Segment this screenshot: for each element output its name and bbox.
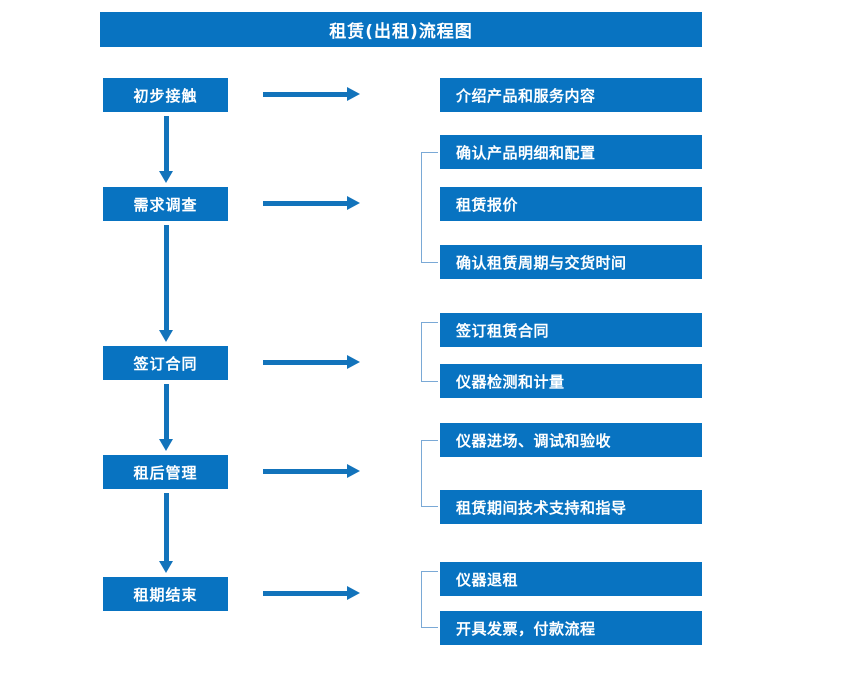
detail-box[interactable]: 签订租赁合同 [440, 313, 702, 347]
flow-arrow-right [263, 196, 360, 210]
detail-box[interactable]: 确认租赁周期与交货时间 [440, 245, 702, 279]
stage-box[interactable]: 初步接触 [103, 78, 228, 112]
detail-box[interactable]: 租赁期间技术支持和指导 [440, 490, 702, 524]
arrow-shaft [263, 201, 349, 206]
arrow-shaft [164, 116, 169, 172]
detail-box[interactable]: 介绍产品和服务内容 [440, 78, 702, 112]
flow-arrow-down [159, 384, 173, 451]
group-bracket [421, 440, 438, 507]
arrow-head-icon [347, 355, 360, 369]
arrow-head-icon [347, 196, 360, 210]
page-title: 租赁(出租)流程图 [100, 12, 702, 47]
arrow-head-icon [159, 561, 173, 573]
stage-box[interactable]: 租后管理 [103, 455, 228, 489]
flow-arrow-right [263, 586, 360, 600]
arrow-shaft [164, 384, 169, 440]
detail-box[interactable]: 仪器进场、调试和验收 [440, 423, 702, 457]
flow-arrow-down [159, 493, 173, 573]
group-bracket [421, 571, 438, 628]
detail-box[interactable]: 开具发票，付款流程 [440, 611, 702, 645]
flow-arrow-right [263, 464, 360, 478]
detail-box[interactable]: 仪器检测和计量 [440, 364, 702, 398]
flow-arrow-down [159, 225, 173, 342]
flow-arrow-down [159, 116, 173, 183]
arrow-shaft [263, 591, 349, 596]
detail-box[interactable]: 租赁报价 [440, 187, 702, 221]
arrow-head-icon [159, 330, 173, 342]
arrow-head-icon [159, 439, 173, 451]
arrow-shaft [164, 493, 169, 562]
flow-arrow-right [263, 87, 360, 101]
arrow-head-icon [347, 464, 360, 478]
arrow-head-icon [347, 586, 360, 600]
detail-box[interactable]: 确认产品明细和配置 [440, 135, 702, 169]
arrow-head-icon [159, 171, 173, 183]
detail-box[interactable]: 仪器退租 [440, 562, 702, 596]
group-bracket [421, 322, 438, 382]
flow-arrow-right [263, 355, 360, 369]
arrow-shaft [263, 469, 349, 474]
arrow-head-icon [347, 87, 360, 101]
arrow-shaft [263, 92, 349, 97]
stage-box[interactable]: 签订合同 [103, 346, 228, 380]
arrow-shaft [164, 225, 169, 331]
group-bracket [421, 152, 438, 263]
stage-box[interactable]: 需求调查 [103, 187, 228, 221]
stage-box[interactable]: 租期结束 [103, 577, 228, 611]
arrow-shaft [263, 360, 349, 365]
